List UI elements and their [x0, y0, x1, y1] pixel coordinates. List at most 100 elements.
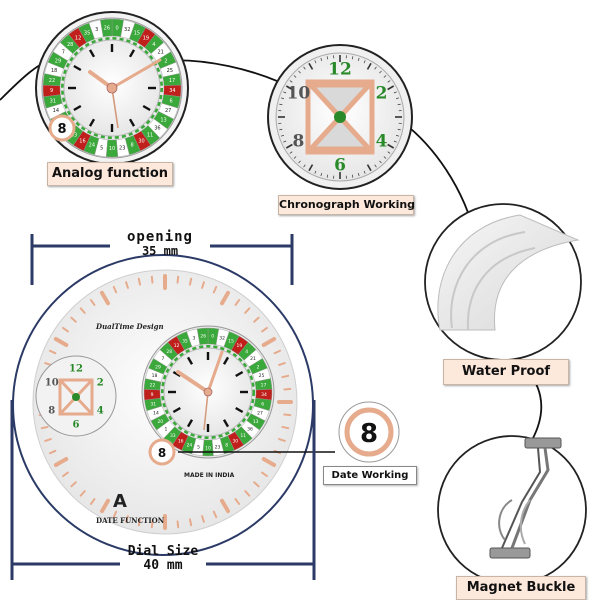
- roulette-number: 8: [131, 143, 134, 149]
- roulette-number: 25: [259, 373, 265, 379]
- chrono-tick: [298, 70, 301, 74]
- opening-dimension: [30, 234, 294, 285]
- hour-marker: [172, 370, 181, 378]
- chrono-tick: [308, 62, 314, 70]
- chrono-tick: [374, 66, 377, 70]
- chronograph-ticks: [278, 55, 402, 179]
- chrono-tick: [363, 170, 366, 174]
- chrono-tick: [280, 134, 284, 137]
- roulette-number: 30: [232, 438, 238, 444]
- chrono-tick: [357, 173, 360, 177]
- roulette-inner-band: [61, 37, 163, 139]
- roulette-inner-band: [161, 345, 255, 439]
- roulette-number: 10: [109, 146, 115, 152]
- hour-marker: [172, 406, 181, 414]
- numeral-2: 2: [97, 377, 104, 388]
- chrono-tick: [374, 164, 377, 168]
- numeral-10: 10: [45, 377, 59, 388]
- chrono-tick: [289, 80, 293, 83]
- chrono-tick: [397, 128, 401, 131]
- chrono-tick: [293, 156, 297, 159]
- main-index: [201, 515, 205, 523]
- chrono-tick: [303, 66, 306, 70]
- main-index: [44, 438, 52, 442]
- roulette-number: 17: [169, 78, 175, 84]
- opening-value: 35 mm: [141, 243, 179, 258]
- roulette-number: 8: [225, 442, 228, 448]
- chrono-tick: [308, 164, 314, 172]
- chrono-tick: [285, 85, 293, 91]
- chrono-tick: [320, 57, 323, 61]
- roulette-number: 19: [236, 343, 242, 349]
- roulette-number: 29: [155, 364, 161, 370]
- brand-logo: A: [113, 491, 127, 512]
- hour-marker: [128, 118, 136, 127]
- main-index: [278, 362, 286, 366]
- dial-size-dimension: [10, 400, 316, 580]
- roulette-number: 20: [157, 419, 163, 425]
- main-index: [220, 290, 230, 306]
- main-index: [201, 281, 205, 289]
- date-top-value: 8: [57, 122, 66, 137]
- main-rose-gold-indices: [37, 274, 293, 530]
- main-index: [281, 425, 290, 430]
- chrono-tick: [396, 134, 400, 137]
- roulette-number: 18: [152, 373, 158, 379]
- roulette-number: 24: [186, 442, 192, 448]
- roulette-pocket: [100, 18, 113, 37]
- chrono-tick: [396, 97, 400, 100]
- roulette-number: 13: [253, 419, 259, 425]
- roulette-number: 3: [192, 335, 195, 341]
- main-index: [261, 457, 277, 467]
- chrono-tick: [393, 91, 397, 94]
- hour-marker: [235, 370, 244, 378]
- hour-marker: [88, 49, 96, 58]
- chrono-tick: [387, 143, 395, 149]
- hour-marker: [73, 104, 82, 112]
- chrono-tick: [366, 164, 372, 172]
- main-index: [261, 471, 268, 478]
- roulette-number: 11: [147, 133, 153, 139]
- chrono-tick: [379, 70, 382, 74]
- numeral-6: 6: [73, 419, 80, 430]
- roulette-pocket: [196, 327, 209, 345]
- main-index: [112, 510, 118, 519]
- main-index: [261, 326, 268, 333]
- roulette-number: 35: [84, 31, 90, 37]
- roulette-number: 23: [119, 145, 125, 151]
- main-index: [53, 337, 69, 347]
- chrono-tick: [279, 128, 283, 131]
- numeral-8: 8: [48, 405, 55, 416]
- dial-size-value: 40 mm: [143, 557, 183, 573]
- roulette-number: 19: [143, 36, 149, 42]
- water-proof-label: Water Proof: [443, 359, 569, 385]
- main-index: [137, 277, 142, 286]
- chrono-tick: [314, 170, 317, 174]
- roulette-number: 12: [174, 343, 180, 349]
- roulette-number: 9: [151, 392, 154, 398]
- main-index: [70, 481, 77, 488]
- roulette-number: 29: [55, 58, 61, 64]
- roulette-number: 16: [79, 138, 85, 144]
- main-index: [176, 520, 180, 529]
- main-index: [100, 290, 110, 306]
- date-function-text: DATE FUNCTION: [96, 516, 165, 525]
- main-index: [253, 316, 260, 323]
- chrono-tick: [383, 156, 387, 159]
- chrono-tick: [357, 57, 360, 61]
- roulette-number: 34: [169, 88, 175, 94]
- chrono-tick: [280, 97, 284, 100]
- main-index: [188, 277, 193, 286]
- hour-marker: [222, 419, 230, 428]
- numeral-6: 6: [334, 156, 346, 176]
- roulette-number: 5: [197, 445, 200, 451]
- roulette-number: 0: [211, 334, 214, 340]
- main-index: [89, 299, 96, 306]
- numeral-8: 8: [293, 132, 305, 152]
- roulette-number: 22: [150, 382, 156, 388]
- chrono-tick: [279, 103, 283, 106]
- chrono-tick: [387, 85, 395, 91]
- roulette-number: 36: [247, 426, 253, 432]
- main-index: [283, 413, 292, 417]
